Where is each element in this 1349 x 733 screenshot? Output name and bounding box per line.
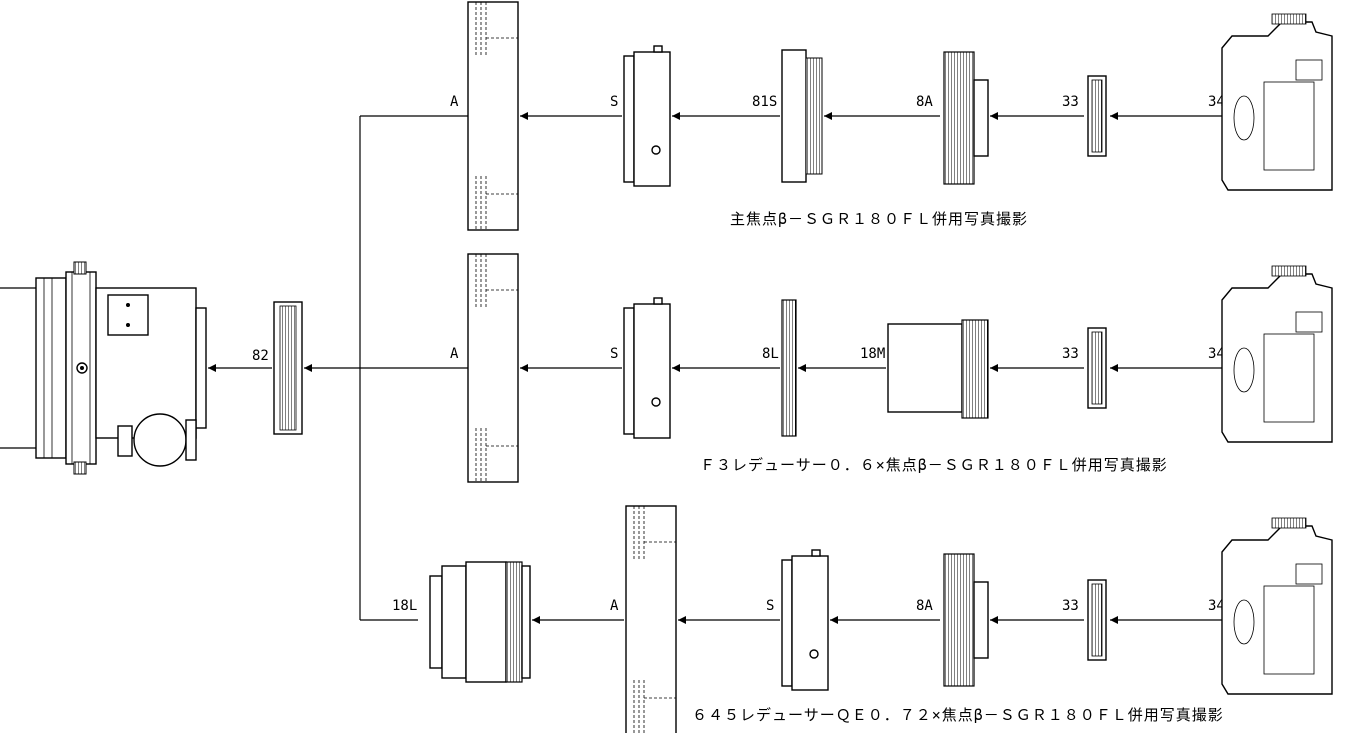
row3-caption: ６４５レデューサーＱＥ０．７２×焦点β－ＳＧＲ１８０ＦＬ併用写真撮影 <box>692 706 1224 724</box>
svg-text:82: 82 <box>252 348 269 364</box>
reducer-18L <box>429 561 531 683</box>
row1-label-8A: 8A <box>916 94 933 110</box>
row3-label-18L: 18L <box>392 598 417 614</box>
row1-label-81S: 81S <box>752 94 777 110</box>
adapter-8A-row3 <box>943 553 989 687</box>
adapter-S-row1 <box>623 45 671 187</box>
row2-label-33: 33 <box>1062 346 1079 362</box>
row2-label-8L: 8L <box>762 346 779 362</box>
row1-label-S: S <box>610 94 618 110</box>
ring-33-row3 <box>1087 579 1107 661</box>
ring-33-row1 <box>1087 75 1107 157</box>
adapter-81S <box>781 49 823 183</box>
row2-caption: Ｆ３レデューサー０．６×焦点β－ＳＧＲ１８０ＦＬ併用写真撮影 <box>700 456 1168 474</box>
row2-label-18M: 18M <box>860 346 885 362</box>
row2-label-S: S <box>610 346 618 362</box>
adapter-8A-row1 <box>943 51 989 185</box>
row2-label-34: 34 <box>1208 346 1225 362</box>
reducer-18M <box>887 319 989 419</box>
row1-label-34: 34 <box>1208 94 1225 110</box>
adapter-8L <box>781 299 797 437</box>
row3-label-33: 33 <box>1062 598 1079 614</box>
row-2: A S 8L 18M 3 <box>450 253 1333 483</box>
row3-label-A: A <box>610 598 619 614</box>
telescope-focuser <box>0 261 207 475</box>
label-82: 82 <box>252 348 269 364</box>
row-1: A S 81S 8A <box>450 1 1333 231</box>
row1-label-33: 33 <box>1062 94 1079 110</box>
row3-label-8A: 8A <box>916 598 933 614</box>
adapter-82 <box>273 301 303 435</box>
row3-label-S: S <box>766 598 774 614</box>
camera-body-row3 <box>1221 517 1333 695</box>
adapter-A-row1 <box>467 1 519 231</box>
adapter-A-row3 <box>625 505 677 733</box>
camera-body-row1 <box>1221 13 1333 191</box>
adapter-S-row3 <box>781 549 829 691</box>
adapter-S-row2 <box>623 297 671 439</box>
camera-body-row2 <box>1221 265 1333 443</box>
adapter-A-row2 <box>467 253 519 483</box>
row3-label-34: 34 <box>1208 598 1225 614</box>
row1-label-A: A <box>450 94 459 110</box>
row-3: 18L A S 8A <box>392 505 1333 733</box>
row1-caption: 主焦点β－ＳＧＲ１８０ＦＬ併用写真撮影 <box>730 210 1028 228</box>
row2-label-A: A <box>450 346 459 362</box>
ring-33-row2 <box>1087 327 1107 409</box>
